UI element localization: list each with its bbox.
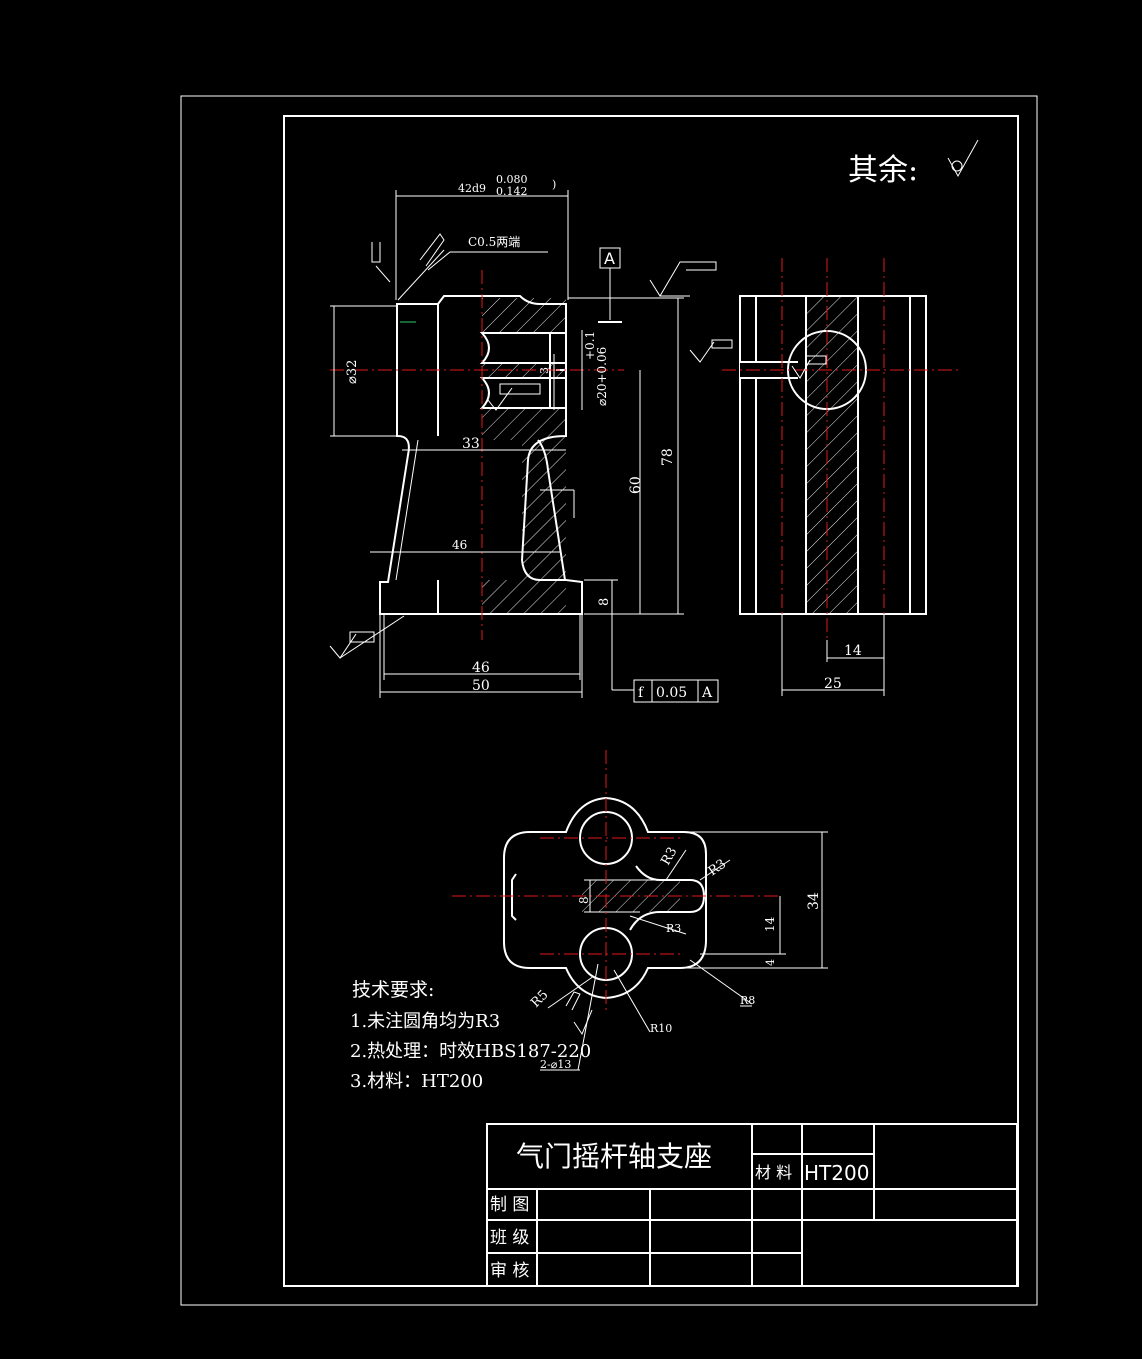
dim-w46-upper: 46	[452, 538, 467, 552]
part-name: 气门摇杆轴支座	[516, 1140, 712, 1173]
dim-v14: 14	[763, 916, 777, 932]
tol-symbol: f	[638, 685, 645, 701]
dim-r8: R8	[740, 994, 755, 1007]
side-view: 14 25	[689, 258, 960, 696]
dim-chamfer: C0.5两端	[468, 235, 520, 249]
title-block: 气门摇杆轴支座 材 料 HT200 制 图 班 级 审 核	[486, 1123, 1018, 1287]
dim-tol-upper: 0.080	[496, 173, 528, 186]
dim-v34: 34	[806, 892, 822, 910]
requirement-3: 3.材料：HT200	[350, 1071, 483, 1092]
material-value: HT200	[804, 1161, 869, 1185]
dim-w50: 50	[472, 678, 490, 694]
dim-top-width: 42d9	[458, 182, 486, 195]
class-label: 班 级	[490, 1228, 529, 1248]
material-label: 材 料	[755, 1163, 792, 1182]
dim-gap3: 3	[538, 367, 551, 374]
requirements-title: 技术要求:	[352, 979, 434, 1001]
dim-h8: 8	[597, 598, 612, 606]
datum-label: A	[604, 249, 615, 268]
dim-r5: R5	[528, 987, 551, 1010]
side-outline	[739, 295, 927, 615]
technical-requirements: 技术要求: 1.未注圆角均为R3 2.热处理：时效HBS187-220 3.材料…	[350, 979, 591, 1092]
dim-h78: 78	[660, 448, 676, 466]
dim-d32: ⌀32	[345, 360, 360, 384]
front-outline	[379, 295, 583, 615]
review-label: 审 核	[490, 1261, 529, 1281]
roughness-symbol	[947, 139, 979, 178]
dim-w46: 46	[472, 660, 490, 676]
front-dimensions: 42d9 0.080 0.142 ) C0.5两端 A ⌀32 3 +0.1 ⌀…	[329, 173, 719, 703]
dim-w33: 33	[462, 436, 480, 452]
tol-value: 0.05	[656, 685, 687, 701]
dim-v8: 8	[577, 896, 591, 904]
dim-paren: )	[552, 178, 556, 191]
dim-d20: ⌀20+0.06	[595, 347, 609, 406]
dim-w25: 25	[824, 676, 842, 692]
requirement-2: 2.热处理：时效HBS187-220	[350, 1041, 591, 1062]
dim-w14-side: 14	[844, 643, 862, 659]
outer-frame	[180, 95, 1038, 1306]
inner-frame	[283, 115, 1019, 1287]
front-view	[330, 270, 624, 640]
tol-datum: A	[701, 685, 713, 701]
dim-r10: R10	[650, 1022, 672, 1035]
drawn-label: 制 图	[490, 1195, 529, 1215]
dim-r3b: R3	[706, 857, 729, 880]
top-outline	[503, 796, 707, 1000]
top-view: 8 34 14 4 R3 R3 R3 R8 R10 R5 2-⌀13	[452, 750, 828, 1071]
dim-v4: 4	[764, 959, 777, 966]
requirement-1: 1.未注圆角均为R3	[350, 1011, 500, 1032]
dim-d20-tol: +0.1	[583, 331, 597, 360]
note-other-label: 其余:	[848, 153, 918, 188]
tolerance-frame	[633, 679, 719, 703]
dim-r3c: R3	[666, 922, 681, 935]
dim-h60: 60	[628, 476, 644, 494]
dim-tol-lower: 0.142	[496, 185, 528, 198]
dim-holes: 2-⌀13	[540, 1058, 571, 1071]
dim-r3a: R3	[658, 845, 680, 868]
